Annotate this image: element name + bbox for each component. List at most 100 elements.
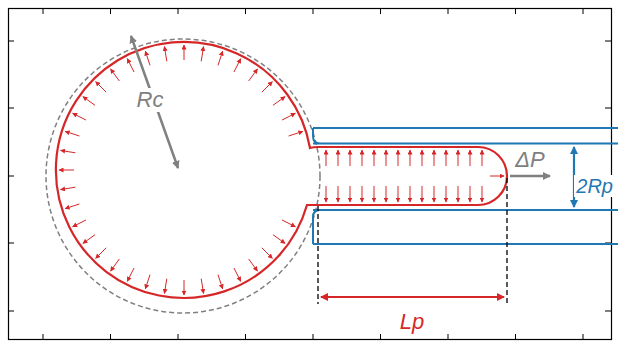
tick-or-arrow [446, 150, 447, 166]
tick-or-arrow [245, 334, 246, 340]
pressure-arrow [510, 175, 550, 178]
tick-or-arrow [605, 311, 611, 312]
tick-or-arrow [289, 131, 303, 136]
pressure-arrows [59, 45, 504, 295]
tick-or-arrow [410, 150, 411, 166]
length-label: Lp [398, 310, 426, 334]
tick-or-arrow [234, 268, 241, 281]
tick-or-arrow [434, 186, 435, 202]
cell-membrane [56, 42, 507, 298]
tick-or-arrow [249, 259, 258, 271]
tick-or-arrow [83, 97, 95, 106]
tick-or-arrow [583, 8, 584, 14]
tick-or-arrow [8, 41, 14, 42]
tick-or-arrow [110, 334, 111, 340]
tick-or-arrow [282, 220, 295, 227]
tick-or-arrow [201, 279, 203, 294]
tick-or-arrow [201, 47, 203, 62]
tick-or-arrow [8, 176, 14, 177]
tick-or-arrow [350, 150, 351, 166]
pressure-label: ΔP [513, 148, 546, 172]
tick-or-arrow [313, 8, 314, 14]
tick-or-arrow [398, 150, 399, 166]
tick-or-arrow [410, 186, 411, 202]
tick-or-arrow [374, 150, 375, 166]
tick-or-arrow [386, 186, 387, 202]
tick-or-arrow [8, 108, 14, 109]
tick-or-arrow [434, 150, 435, 166]
tick-or-arrow [178, 8, 179, 14]
tick-or-arrow [482, 186, 483, 202]
tick-or-arrow [515, 334, 516, 340]
tick-or-arrow [73, 113, 86, 120]
tick-or-arrow [515, 8, 516, 14]
tick-or-arrow [273, 235, 285, 244]
tick-or-arrow [313, 334, 314, 340]
tick-or-arrow [605, 41, 611, 42]
tick-or-arrow [111, 69, 120, 81]
tick-or-arrow [218, 51, 223, 65]
tick-or-arrow [446, 186, 447, 202]
tick-or-arrow [490, 176, 504, 177]
tick-or-arrow [583, 334, 584, 340]
tick-or-arrow [184, 280, 185, 295]
tick-or-arrow [145, 275, 150, 289]
diameter-label: 2Rp [574, 175, 615, 197]
tick-or-arrow [262, 248, 273, 259]
length-arrow [321, 296, 504, 298]
tick-or-arrow [422, 186, 423, 202]
radius-label: Rc [135, 88, 166, 112]
tick-or-arrow [61, 150, 76, 152]
radius-arrow [131, 36, 178, 168]
tick-or-arrow [43, 8, 44, 14]
tick-or-arrow [458, 186, 459, 202]
tick-or-arrow [83, 235, 95, 244]
tick-or-arrow [605, 108, 611, 109]
tick-or-arrow [273, 97, 285, 106]
pipette-upper-wall [313, 128, 618, 144]
tick-or-arrow [164, 47, 166, 62]
axis-ticks [8, 8, 611, 340]
tick-or-arrow [380, 334, 381, 340]
tick-or-arrow [65, 131, 79, 136]
tick-or-arrow [59, 170, 74, 171]
tick-or-arrow [249, 69, 258, 81]
tick-or-arrow [127, 59, 134, 72]
tick-or-arrow [96, 82, 107, 93]
tick-or-arrow [218, 275, 223, 289]
tick-or-arrow [178, 334, 179, 340]
tick-or-arrow [61, 187, 76, 189]
tick-or-arrow [326, 150, 327, 166]
tick-or-arrow [8, 243, 14, 244]
tick-or-arrow [110, 8, 111, 14]
tick-or-arrow [262, 82, 273, 93]
tick-or-arrow [234, 59, 241, 72]
tick-or-arrow [145, 51, 150, 65]
tick-or-arrow [448, 8, 449, 14]
tick-or-arrow [338, 186, 339, 202]
tick-or-arrow [482, 150, 483, 166]
tick-or-arrow [470, 150, 471, 166]
tick-or-arrow [96, 248, 107, 259]
tick-or-arrow [111, 259, 120, 271]
tick-or-arrow [470, 186, 471, 202]
tick-or-arrow [73, 220, 86, 227]
tick-or-arrow [184, 45, 185, 60]
tick-or-arrow [458, 150, 459, 166]
reference-circle [46, 39, 320, 313]
tick-or-arrow [338, 150, 339, 166]
tick-or-arrow [362, 186, 363, 202]
tick-or-arrow [127, 268, 134, 281]
tick-or-arrow [350, 186, 351, 202]
tick-or-arrow [8, 311, 14, 312]
tick-or-arrow [422, 150, 423, 166]
tick-or-arrow [326, 186, 327, 202]
tick-or-arrow [386, 150, 387, 166]
tick-or-arrow [282, 113, 295, 120]
tick-or-arrow [374, 186, 375, 202]
tick-or-arrow [164, 279, 166, 294]
dimension-extension [317, 206, 318, 304]
tick-or-arrow [43, 334, 44, 340]
